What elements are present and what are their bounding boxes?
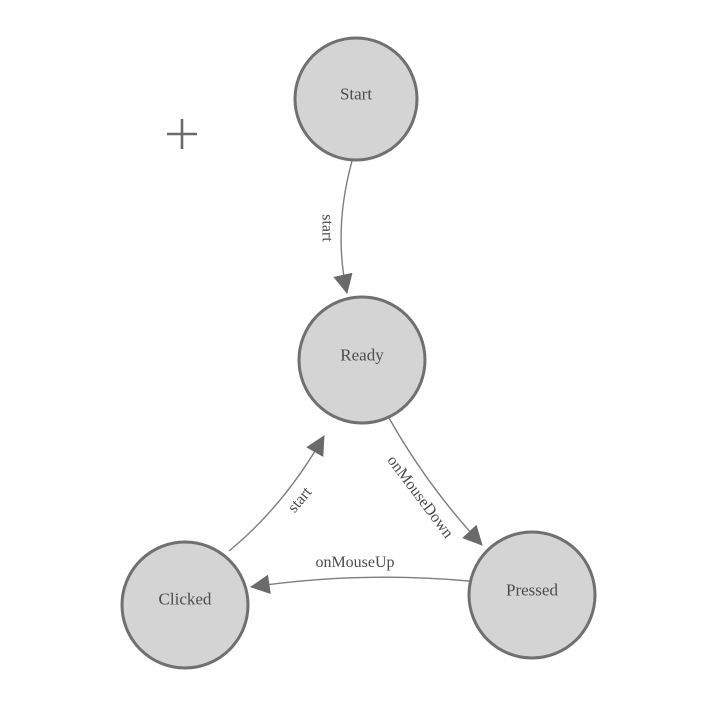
edge-pressed-to-clicked[interactable]: onMouseUp: [250, 554, 470, 594]
node-ready-circle[interactable]: [297, 295, 427, 425]
edge-label-onmouseup: onMouseUp: [315, 554, 394, 571]
node-ready-label: Ready: [340, 346, 384, 365]
plus-icon: [167, 119, 197, 149]
node-clicked-circle[interactable]: [120, 540, 250, 670]
node-pressed-circle[interactable]: [467, 530, 597, 660]
edge-start-to-ready[interactable]: start: [319, 160, 353, 294]
edge-ready-to-pressed[interactable]: onMouseDown: [384, 417, 483, 546]
node-start[interactable]: Start: [293, 36, 419, 162]
node-clicked-label: Clicked: [159, 590, 212, 609]
edge-label-onmousedown: onMouseDown: [384, 452, 457, 541]
edge-start-to-ready-path[interactable]: [333, 160, 353, 294]
edge-clicked-to-ready-path[interactable]: [228, 435, 325, 552]
edge-clicked-to-ready[interactable]: start: [228, 435, 325, 552]
node-pressed-label: Pressed: [506, 581, 558, 600]
node-ready[interactable]: Ready: [297, 295, 427, 425]
node-pressed[interactable]: Pressed: [467, 530, 597, 660]
edge-ready-to-pressed-path[interactable]: [388, 417, 483, 546]
node-start-label: Start: [340, 85, 372, 104]
edge-pressed-to-clicked-path[interactable]: [250, 574, 470, 594]
node-start-circle[interactable]: [293, 36, 419, 162]
edge-label-start-top: start: [319, 214, 336, 242]
node-clicked[interactable]: Clicked: [120, 540, 250, 670]
